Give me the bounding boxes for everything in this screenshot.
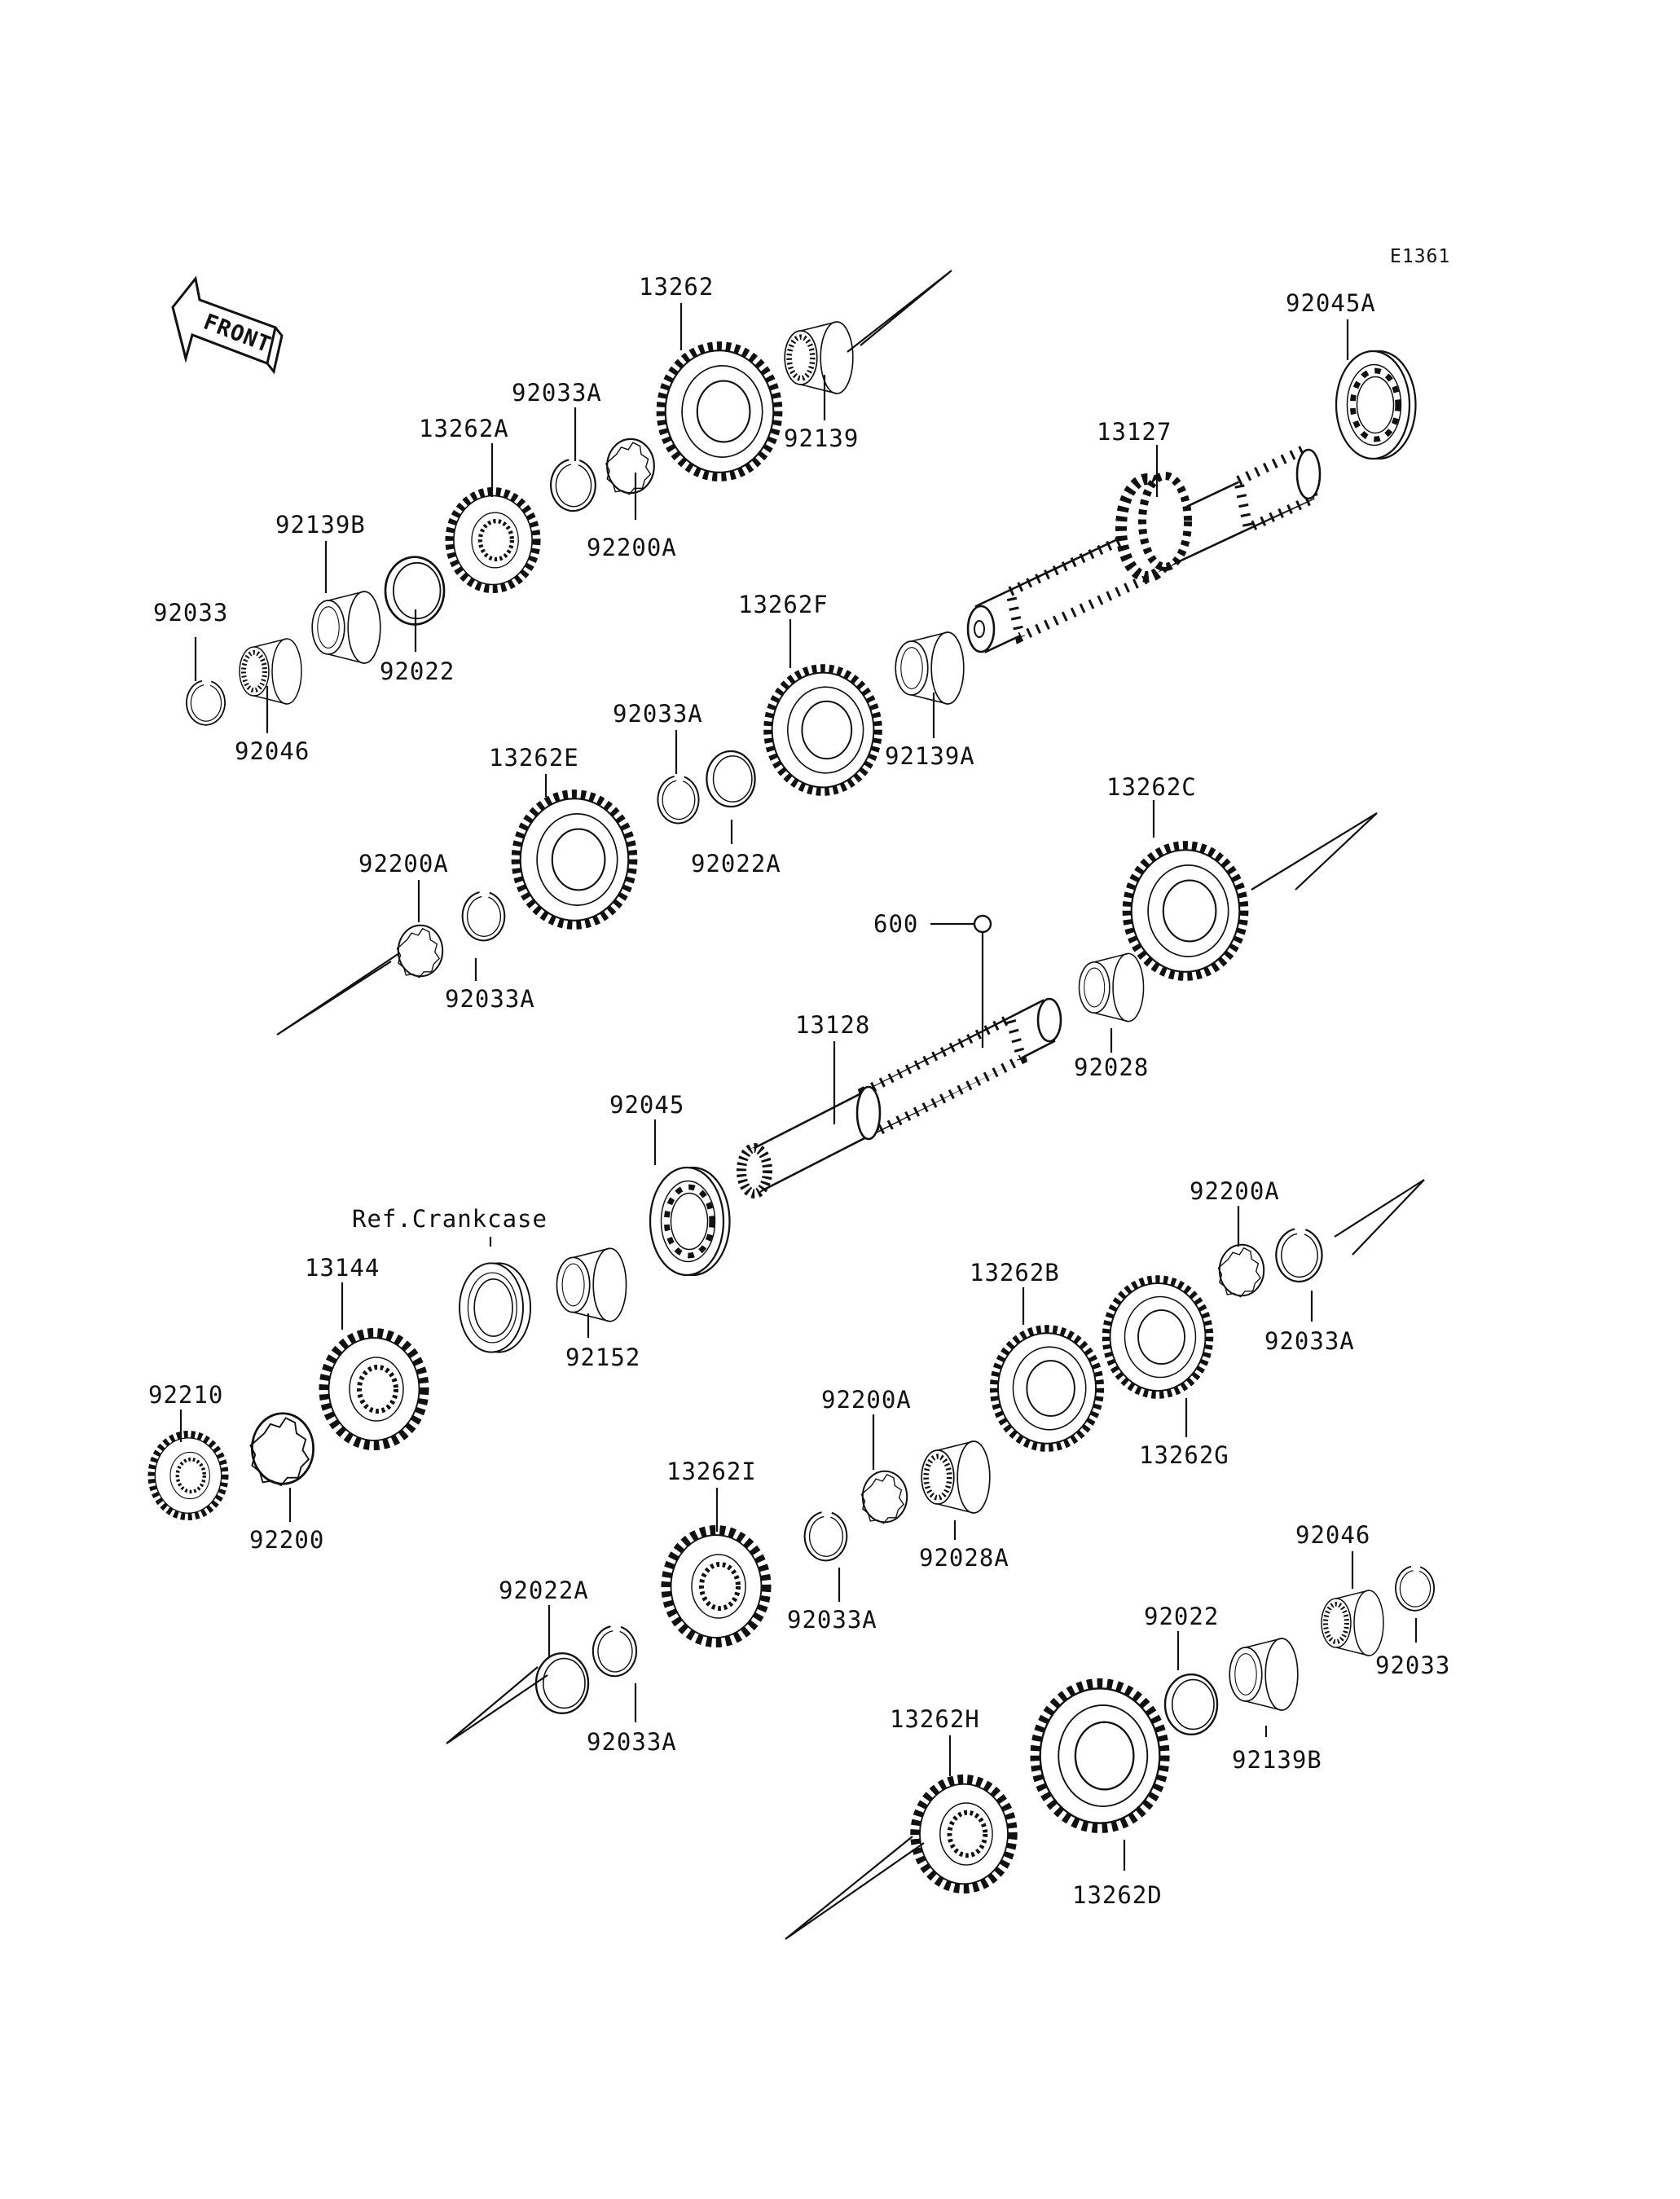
washer-92200a-shape: [605, 438, 656, 495]
gear-13262g-shape: [1106, 1280, 1209, 1395]
washer-92200a-4-shape: [860, 1470, 908, 1524]
output-shaft-13128-drawing: [737, 997, 1062, 1198]
label-92033a-3: 92033A: [445, 985, 535, 1013]
label-92200a: 92200A: [587, 534, 677, 561]
bushing-92139a-shape: [895, 631, 965, 705]
gear-13262i-shape: [666, 1530, 767, 1643]
gear-13262-shape: [662, 346, 778, 477]
label-ref-crankcase: Ref.Crankcase: [352, 1205, 548, 1233]
label-13262b: 13262B: [970, 1259, 1060, 1286]
label-13262f: 13262F: [738, 591, 829, 618]
label-92033a-4: 92033A: [1264, 1327, 1355, 1355]
label-92139: 92139: [784, 424, 859, 452]
label-92046: 92046: [235, 737, 310, 765]
seal-crankcase-shape: [458, 1262, 532, 1353]
label-92045: 92045: [609, 1091, 684, 1119]
label-92210: 92210: [148, 1381, 223, 1409]
washer-92022-2-shape: [1163, 1673, 1219, 1736]
label-92200a-2: 92200A: [358, 850, 449, 877]
label-92139b: 92139B: [275, 511, 366, 539]
circlip-92033a-6-shape: [592, 1625, 638, 1678]
label-92022a: 92022A: [691, 850, 781, 877]
gear-13262c-shape: [1128, 846, 1244, 976]
label-13262c: 13262C: [1106, 773, 1197, 801]
circlip-92033a-3-shape: [461, 891, 506, 942]
oil-600-marker: [973, 914, 992, 934]
label-92033: 92033: [153, 599, 228, 627]
circlip-92033a-shape: [549, 459, 597, 512]
label-13262h: 13262H: [890, 1705, 980, 1733]
label-92033a-2: 92033A: [613, 700, 703, 728]
label-92139b-2: 92139B: [1232, 1746, 1322, 1774]
bearing-92139-shape: [785, 322, 853, 394]
washer-92200a-2-shape: [396, 924, 444, 979]
axis-lines: [276, 270, 1425, 1940]
label-92152: 92152: [565, 1344, 640, 1371]
label-92200: 92200: [249, 1526, 324, 1554]
label-92033-2: 92033: [1375, 1651, 1450, 1679]
label-92046-2: 92046: [1295, 1521, 1370, 1549]
washer-92022a-2-shape: [534, 1651, 590, 1715]
sprocket-13144-shape: [324, 1333, 424, 1445]
label-92022: 92022: [380, 658, 455, 685]
washer-92022a-shape: [706, 750, 756, 808]
label-13262i: 13262I: [666, 1458, 757, 1485]
label-92033a-6: 92033A: [587, 1728, 677, 1756]
input-shaft-13127-drawing: [966, 442, 1322, 653]
label-13262e: 13262E: [489, 744, 579, 772]
bushing-92139b-2-shape: [1229, 1638, 1299, 1711]
label-92022-2: 92022: [1144, 1603, 1219, 1630]
circlip-92033a-2-shape: [657, 775, 700, 825]
bearing-92046-2-shape: [1322, 1590, 1383, 1656]
bearing-92046-shape: [240, 639, 301, 704]
label-92139a: 92139A: [885, 742, 975, 770]
part-labels: 13262 92139 92045A 92033A 13262A 92200A …: [148, 273, 1450, 1909]
label-92033a: 92033A: [512, 379, 602, 407]
circlip-92033-2-shape: [1394, 1565, 1436, 1612]
collar-92152-shape: [556, 1247, 627, 1322]
gear-13262f-shape: [768, 669, 877, 791]
circlip-92033a-5-shape: [803, 1511, 848, 1562]
bushing-92139b-shape: [311, 591, 381, 664]
bearing-92045a-shape: [1336, 351, 1416, 459]
label-92028a: 92028A: [919, 1544, 1009, 1572]
nut-92210-shape: [152, 1434, 225, 1516]
label-92022a-2: 92022A: [499, 1577, 589, 1604]
label-600: 600: [873, 910, 918, 938]
washer-92200-shape: [248, 1412, 315, 1487]
circlip-92033a-4-shape: [1275, 1228, 1323, 1283]
circlip-92033-shape: [185, 679, 226, 726]
gear-13262d-shape: [1036, 1684, 1164, 1828]
label-92033a-5: 92033A: [787, 1606, 877, 1634]
label-92045a: 92045A: [1286, 289, 1376, 317]
label-92028: 92028: [1074, 1053, 1149, 1081]
front-arrow-icon: FRONT: [171, 275, 284, 375]
label-92200a-3: 92200A: [1190, 1177, 1280, 1205]
label-13262a: 13262A: [419, 415, 509, 442]
label-13262d: 13262D: [1072, 1881, 1163, 1909]
bearing-92045-shape: [650, 1168, 730, 1275]
gear-13262h-shape: [915, 1779, 1013, 1889]
washer-92200a-3-shape: [1217, 1243, 1265, 1298]
label-13144: 13144: [305, 1254, 380, 1282]
bearing-92028a-shape: [921, 1441, 990, 1513]
label-13127: 13127: [1097, 418, 1172, 446]
gear-13262e-shape: [517, 794, 633, 925]
gear-13262a-shape: [450, 491, 537, 589]
gear-13262b-shape: [994, 1330, 1099, 1448]
leader-lines: [179, 303, 1418, 1871]
label-92200a-4: 92200A: [821, 1386, 912, 1414]
diagram-code: E1361: [1390, 246, 1450, 267]
label-13262g: 13262G: [1139, 1441, 1229, 1469]
bushing-92028-shape: [1078, 952, 1145, 1023]
label-13262: 13262: [639, 273, 714, 301]
label-13128: 13128: [795, 1011, 870, 1039]
